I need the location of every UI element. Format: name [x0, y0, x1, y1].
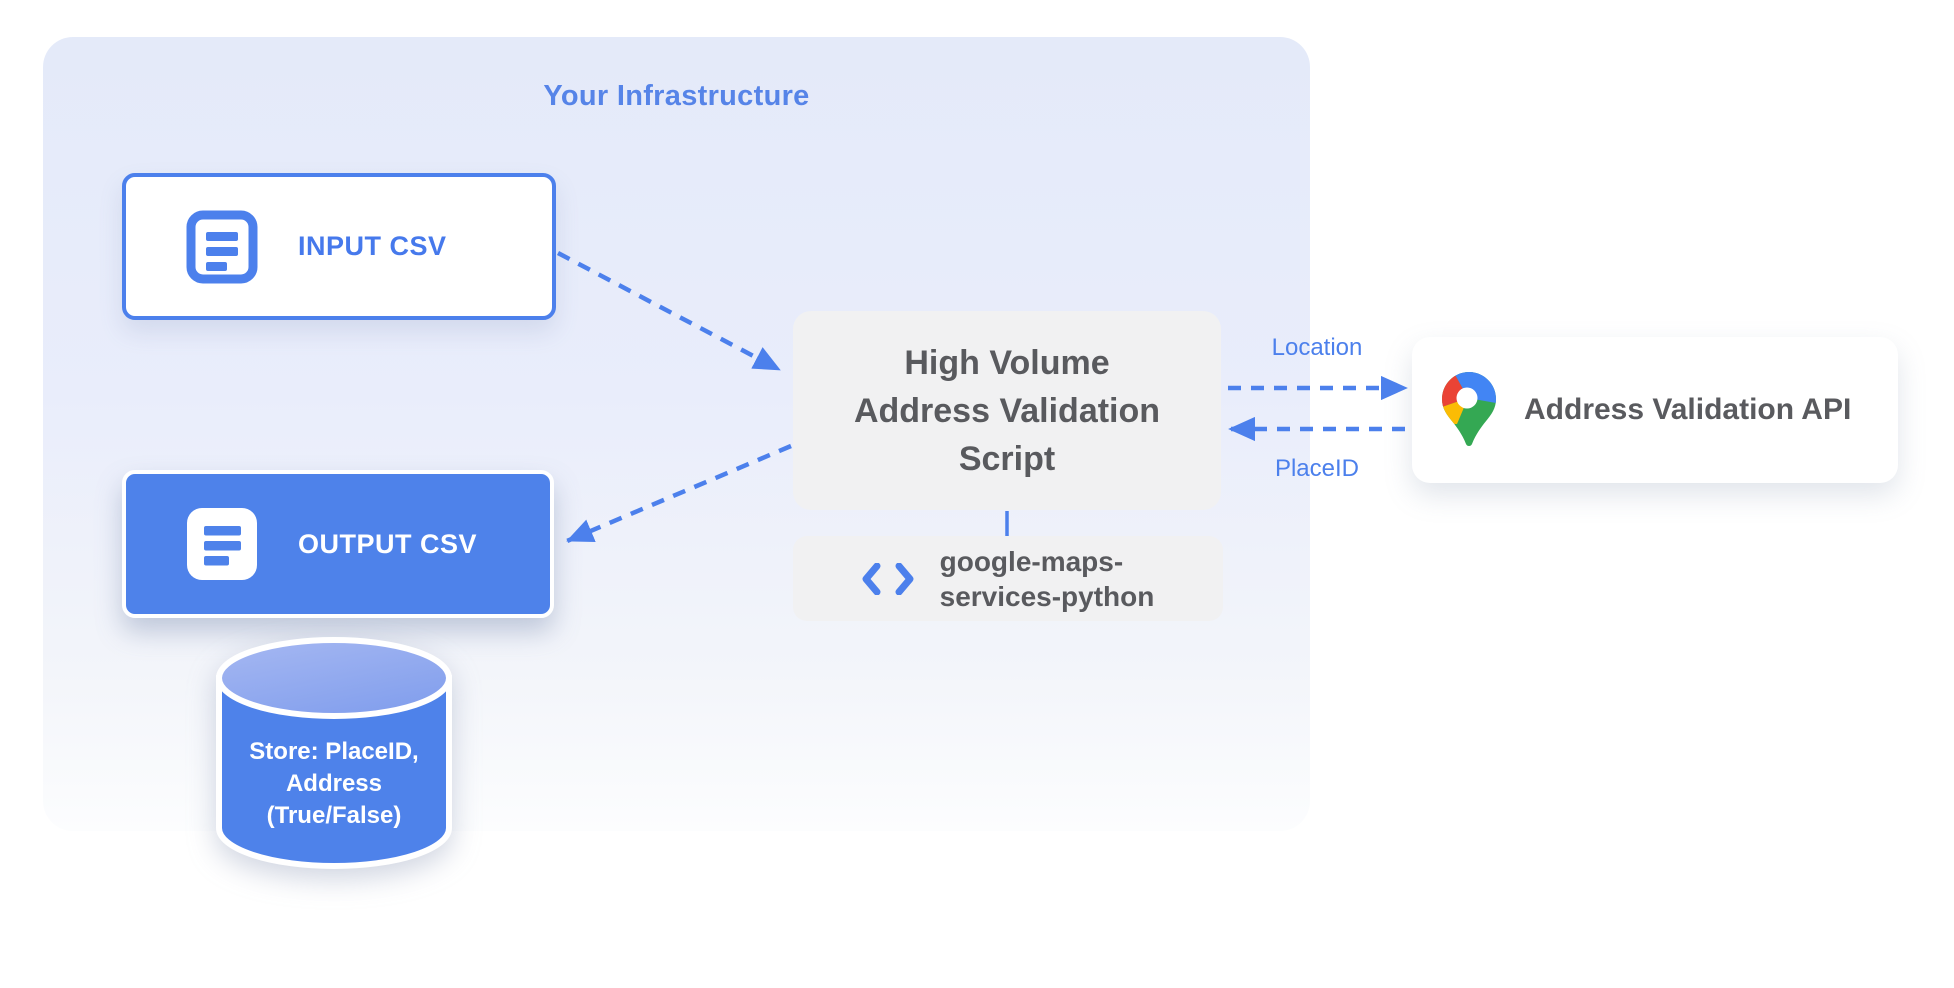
input-csv-label: INPUT CSV [298, 231, 447, 261]
google-maps-pin-icon [1442, 372, 1496, 446]
infrastructure-label: Your Infrastructure [543, 80, 810, 112]
api-card: Address Validation API [1412, 337, 1898, 483]
script-title-line: Script [958, 439, 1056, 478]
edge-placeid-label: PlaceID [1274, 455, 1360, 482]
input-csv-card: INPUT CSV [122, 173, 556, 320]
output-csv-card: OUTPUT CSV [122, 470, 554, 618]
document-lines-icon [186, 210, 258, 283]
datastore-cylinder [216, 637, 452, 869]
script-title-line: Address Validation [853, 391, 1161, 430]
library-card: google-maps- services-python [793, 536, 1223, 621]
code-brackets-icon [862, 562, 914, 595]
script-card: High Volume Address Validation Script [793, 311, 1221, 510]
document-lines-icon [187, 508, 257, 580]
library-label: google-maps- services-python [939, 545, 1155, 612]
api-label: Address Validation API [1524, 393, 1852, 426]
edge-location-label: Location [1271, 334, 1363, 361]
datastore-label: Store: PlaceID, Address (True/False) [249, 738, 419, 829]
script-title-line: High Volume [904, 343, 1110, 382]
output-csv-label: OUTPUT CSV [298, 528, 478, 559]
